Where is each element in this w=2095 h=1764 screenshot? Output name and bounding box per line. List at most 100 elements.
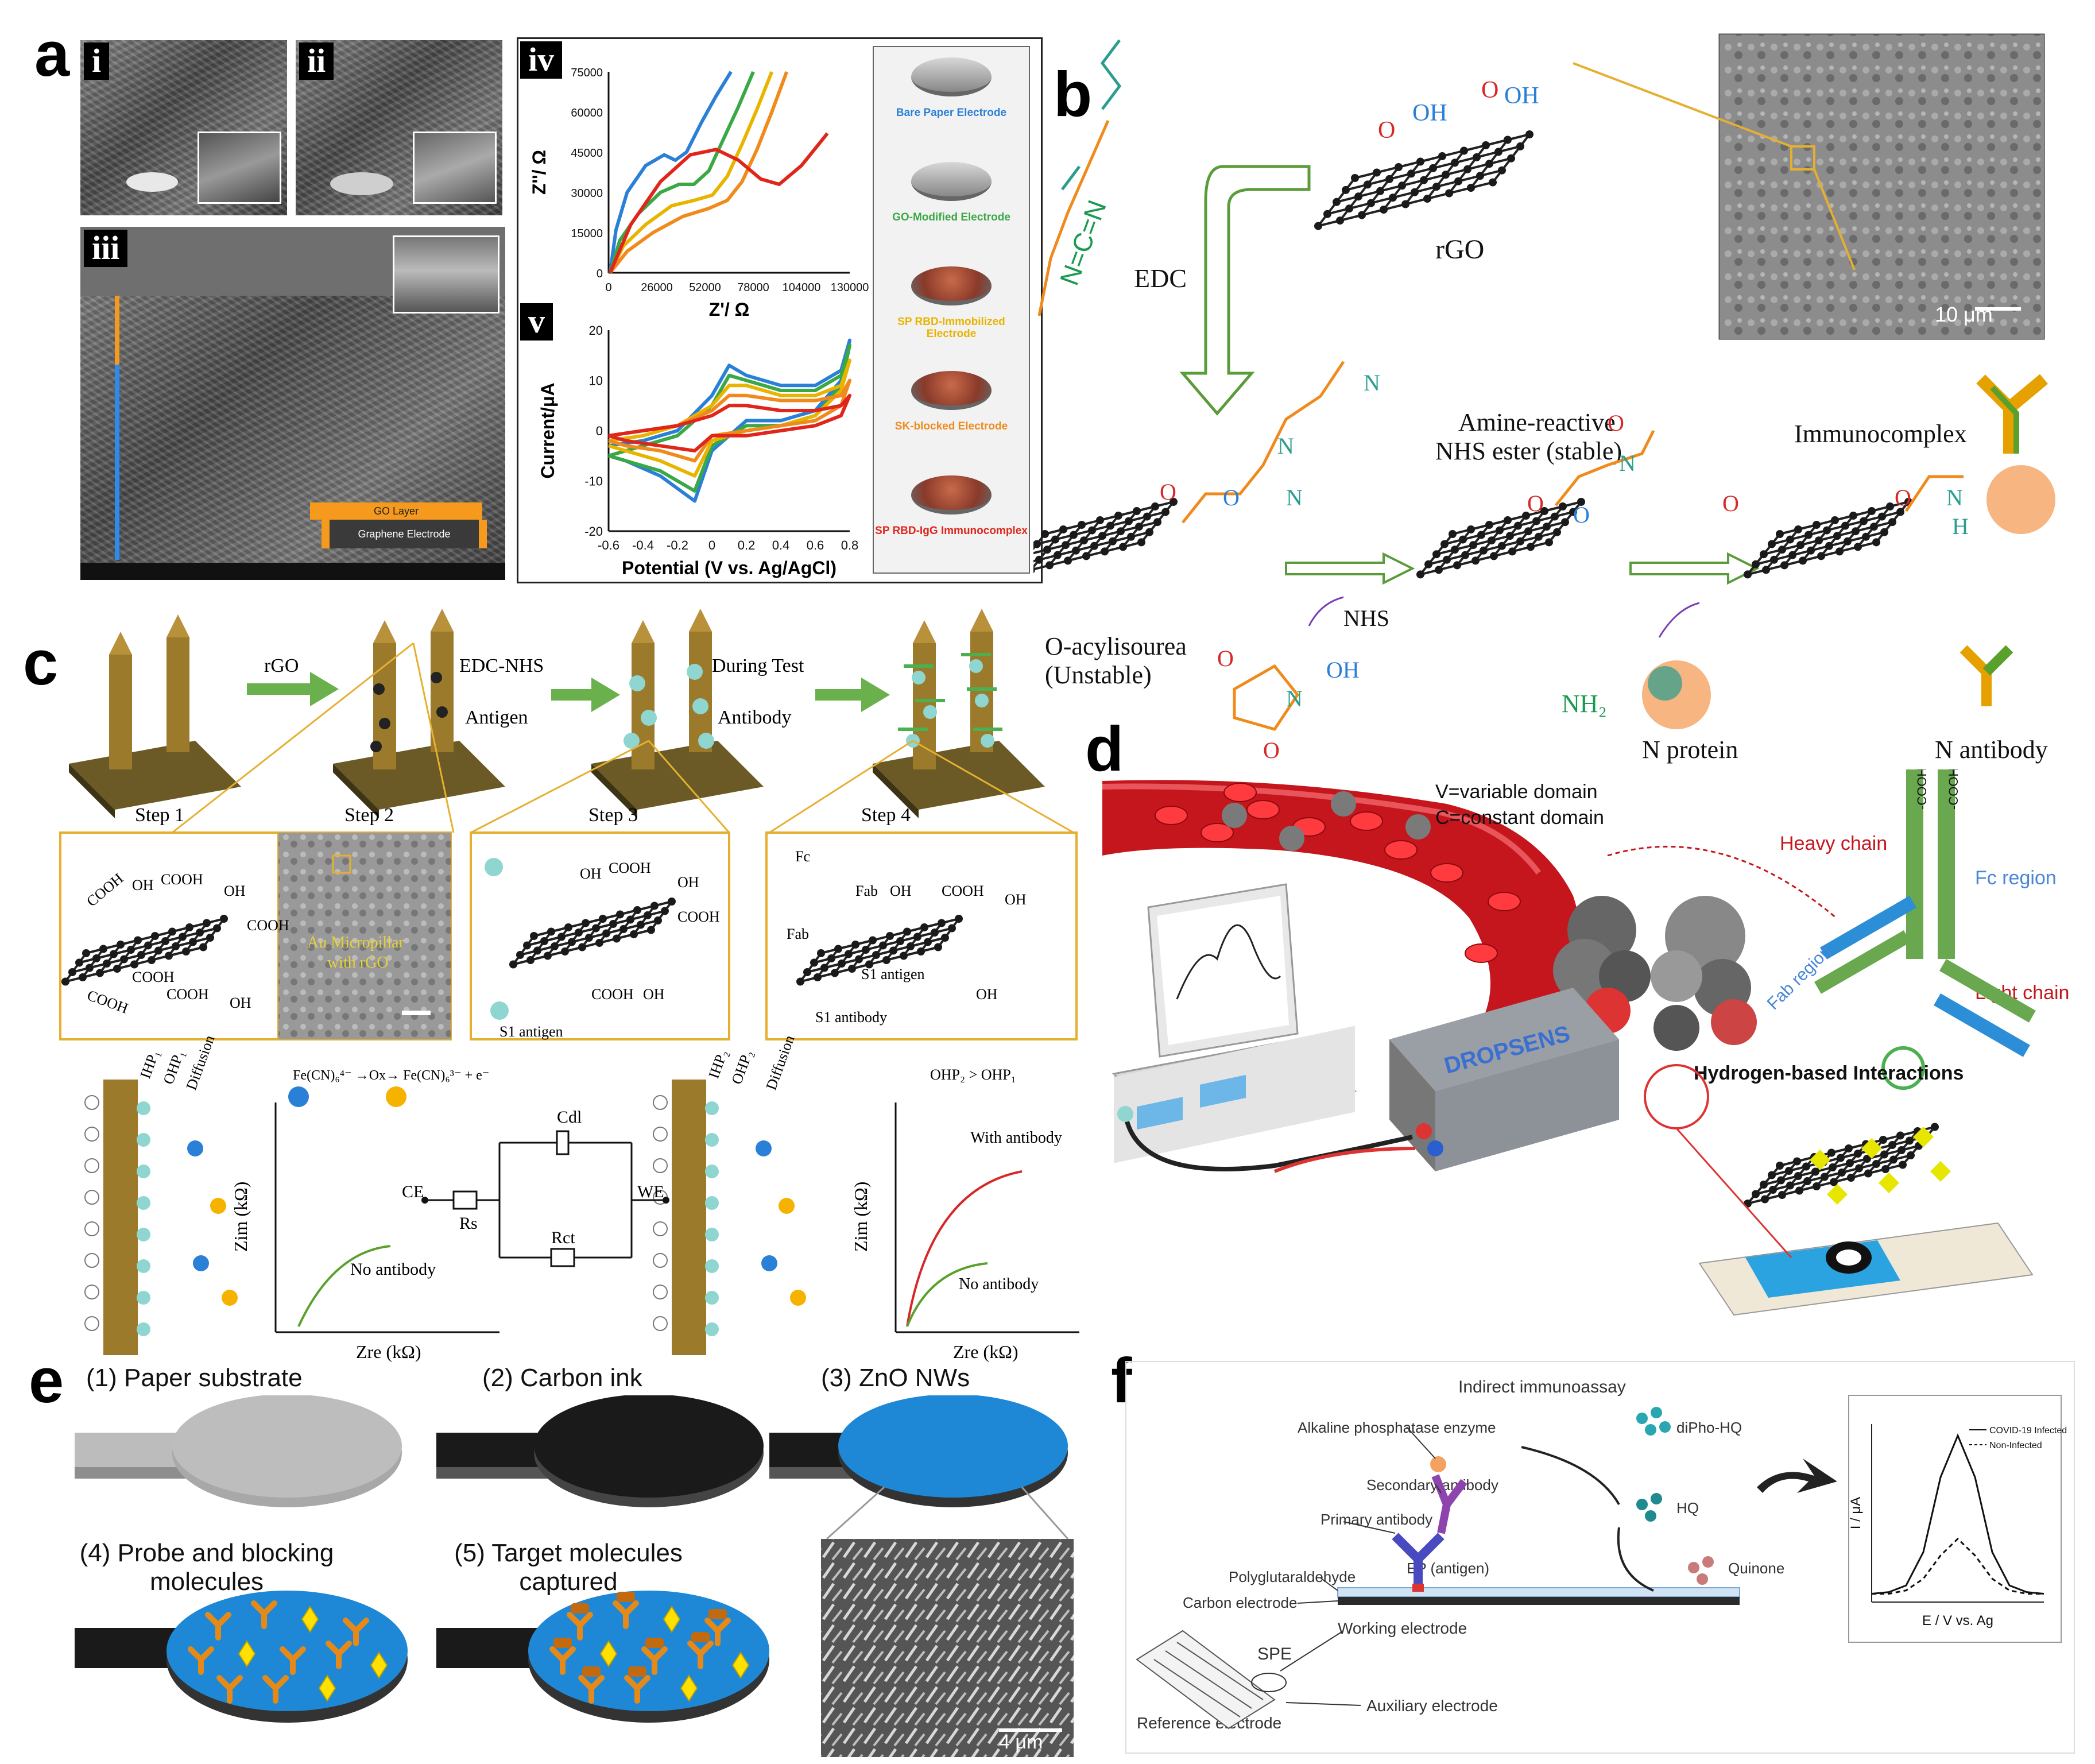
carbon-atom [855,955,863,964]
carbon-atom [1506,532,1514,540]
x-tick-label: -0.4 [632,538,654,552]
disk-icon [330,172,393,195]
antigen-marker [1913,1127,1934,1147]
carbon-atom [1931,1123,1939,1131]
disk-icon [126,172,178,192]
antibody-icon [1960,645,2013,706]
electrode-base [591,741,764,810]
target-molecule-icon [628,1666,646,1677]
carbon-atom [1553,528,1561,536]
ion-icon [705,1165,719,1178]
micropillar-scheme-c: rGO EDC-NHS Antigen During Test Antibody… [59,609,1079,1362]
antigen-dot [624,733,640,749]
electrode-disk-icon [911,371,992,410]
carbon-atom [1777,1176,1785,1185]
carbon-atom [1435,566,1443,574]
carbon-atom [1489,178,1497,187]
carbon-atom [561,947,569,956]
series-line-4 [608,132,829,274]
carbon-atom [523,941,531,950]
carbon-atom [1153,518,1161,527]
probe-antibody-icon [188,1646,214,1675]
series-line-0 [608,338,851,503]
carbon-atom [1351,174,1359,182]
y-tick-label: 75000 [571,67,603,79]
red-blood-cell [1223,783,1257,802]
svg-text:-COOH: -COOH [1946,769,1961,810]
carbon-atom [1333,198,1341,206]
x-axis-label: Potential (V vs. Ag/AgCl) [622,558,837,578]
step-arrow-icon [551,678,620,712]
y-axis-label: I / μA [1848,1497,1864,1530]
carbon-atom [1035,555,1043,564]
svg-text:OH: OH [1504,83,1539,109]
carbon-atom [1896,508,1904,516]
antigen-dot [641,710,657,726]
carbon-atom [1342,185,1350,194]
carbon-atom [1373,168,1381,177]
carbon-atom [578,943,586,951]
carbon-atom [1488,536,1496,545]
carbon-atom [917,947,925,956]
svg-text:Zim (kΩ): Zim (kΩ) [850,1182,871,1252]
sub-tag-v: v [520,303,553,341]
dipho-label: diPho-HQ [1676,1419,1742,1436]
oh-label: OH [132,877,154,893]
carbon-atom [575,929,583,937]
rgo-dot [431,672,442,683]
carbon-atom [1872,1160,1880,1168]
carbon-atom [955,915,963,923]
graphene-electrode-label: Graphene Electrode [322,520,487,548]
carbon-atom [1888,518,1896,527]
carbon-atom [1821,1173,1829,1181]
legend-item: GO-Modified Electrode [874,152,1029,256]
blocking-molecule-icon [318,1674,336,1702]
ion-icon [137,1322,150,1336]
carbon-atom [851,941,859,949]
carbon-atom [1389,194,1397,202]
carbon-atom [1072,546,1080,555]
carbon-atom [1889,1155,1897,1164]
blocking-molecule-icon [731,1651,750,1679]
carbon-atom [1785,1167,1793,1175]
electrode-base [333,741,505,810]
carbon-atom [1490,552,1498,560]
carbon-atom [1467,525,1475,533]
probe-antibody-icon [280,1646,306,1675]
carbon-atom [1459,535,1467,544]
with-antibody-label: With antibody [970,1129,1062,1147]
carbon-atom [592,924,600,933]
electrode-pillar [672,1080,706,1355]
fab-label: Fab [855,883,878,899]
carbon-atom [148,956,156,964]
carbon-atom [203,919,211,927]
carbon-atom [1855,1164,1863,1173]
red-blood-cell [1155,806,1188,825]
hydrogen-label: Hydrogen-based Interactions [1694,1062,1964,1084]
ion-icon [705,1291,719,1305]
micropillar [689,632,712,752]
potentiostat-device: DROPSENS [1389,988,1619,1171]
dpv-series-1 [1872,1537,2044,1595]
carbon-atom [1837,1154,1845,1162]
carbon-atom [1522,512,1530,520]
e-step-2-label: (2) Carbon ink [482,1364,642,1392]
carbon-atom [938,919,946,927]
antigen-marker [1879,1173,1899,1193]
carbon-atom [1453,561,1461,570]
svg-text:OHP₁: OHP₁ [160,1048,187,1086]
x-tick-label: 52000 [689,281,721,294]
redox-ion [790,1290,806,1306]
step-4-label: Step 4 [861,804,911,826]
carbon-atom [1401,200,1409,208]
blocking-molecule-icon [680,1674,698,1702]
svg-text:N: N [1364,370,1380,396]
panel-f-frame [1125,1361,2075,1754]
rgo-sheet-icon [1744,498,1912,579]
sub-tag-iii: iii [84,230,128,267]
carbon-atom [1823,526,1831,535]
carbon-atom [220,915,228,923]
carbon-atom [820,964,828,972]
